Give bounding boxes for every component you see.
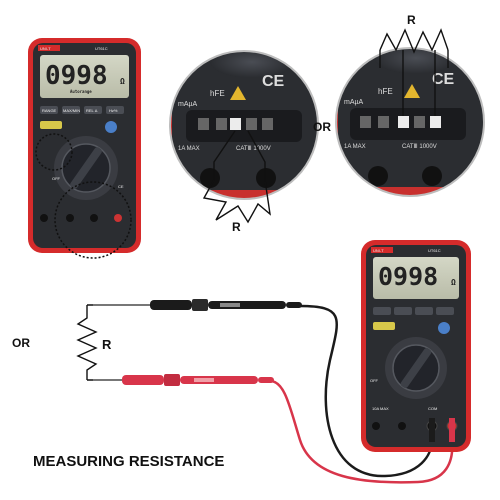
- range-label: RANGE: [42, 108, 57, 113]
- jack-com-label: COM: [428, 406, 437, 411]
- socket-hole: [216, 118, 227, 130]
- lcd-mode: Autorange: [70, 89, 92, 94]
- brand-label-bottom: UNI-T: [373, 248, 384, 253]
- rel-button[interactable]: [415, 307, 433, 315]
- lcd-unit: Ω: [120, 77, 125, 86]
- jack-vohm[interactable]: [114, 214, 122, 222]
- hold-button[interactable]: [40, 121, 62, 129]
- model-label-bottom: UT61C: [428, 248, 441, 253]
- range-button[interactable]: [40, 106, 58, 114]
- resistor-label-left: R: [102, 337, 112, 352]
- dial-highlight-circle: [35, 133, 73, 171]
- jack-highlight-circle: [54, 181, 132, 259]
- jack-10a[interactable]: [40, 214, 48, 222]
- maxmin-button[interactable]: [394, 307, 412, 315]
- or-label-left: OR: [12, 336, 30, 350]
- maxmin-button[interactable]: [62, 106, 80, 114]
- socket-hole: [414, 116, 425, 128]
- black-plug: [429, 418, 435, 442]
- hfe-label-right: hFE: [378, 87, 393, 96]
- or-label-top: OR: [313, 120, 331, 134]
- brand-label: UNI-T: [40, 46, 51, 51]
- dial-off-label-bottom: OFF: [370, 378, 379, 383]
- socket-hole: [360, 116, 371, 128]
- function-buttons-bottom: [373, 307, 454, 334]
- hz-button[interactable]: [436, 307, 454, 315]
- brand-badge: [371, 247, 393, 253]
- red-probe[interactable]: [93, 374, 274, 386]
- resistor-top-right: R: [379, 13, 449, 116]
- dial-knob[interactable]: [69, 146, 103, 190]
- resistor-left: R: [76, 304, 112, 381]
- ma-label-right: mAµA: [344, 99, 364, 106]
- jack-com[interactable]: [90, 214, 98, 222]
- socket-hole: [378, 116, 389, 128]
- dial-off-label: OFF: [52, 176, 61, 181]
- zoom-circle-right: CE hFE mAµA 1A MAX CATⅢ 1000V: [335, 47, 485, 197]
- ce-mark-zoom-right: CE: [432, 71, 455, 88]
- lcd-reading: 0998: [45, 61, 108, 91]
- lcd-unit-bottom: Ω: [451, 278, 456, 287]
- rel-button[interactable]: [84, 106, 102, 114]
- multimeter-bottom-right: UNI-T UT61C 0998 Ω OFF 10A MAX COM: [361, 240, 471, 452]
- lcd-screen-bottom: [373, 257, 459, 299]
- jack-10a-label: 10A MAX: [372, 406, 389, 411]
- select-button[interactable]: [105, 121, 117, 133]
- ma-label: mAµA: [178, 101, 198, 108]
- input-jacks: [40, 214, 122, 222]
- socket-hole-selected: [430, 116, 441, 128]
- rel-label: REL Δ: [86, 108, 98, 113]
- zoom-circle-left: CE hFE mAµA 1A MAX CATⅢ 1000V: [169, 50, 319, 200]
- cat-label-right: CATⅢ 1000V: [402, 144, 437, 150]
- model-label: UT61C: [95, 46, 108, 51]
- range-button[interactable]: [373, 307, 391, 315]
- jack-ma[interactable]: [398, 422, 406, 430]
- hold-button[interactable]: [373, 322, 395, 330]
- socket-hole-selected: [398, 116, 409, 128]
- maxmin-label: MAX/MIN: [63, 108, 80, 113]
- red-plug: [449, 418, 455, 442]
- lcd-screen: [40, 55, 129, 98]
- socket-hole-selected: [230, 118, 241, 130]
- max-label: 1A MAX: [178, 146, 200, 152]
- black-lead-wire: [299, 304, 434, 478]
- jack-10a[interactable]: [372, 422, 380, 430]
- socket-hole: [246, 118, 257, 130]
- hz-label: Hz%: [109, 108, 118, 113]
- socket-hole: [262, 118, 273, 130]
- warning-icon: [230, 86, 246, 100]
- test-leads: [93, 299, 454, 484]
- ce-mark-zoom: CE: [262, 73, 285, 90]
- page-title: MEASURING RESISTANCE: [33, 453, 224, 470]
- ce-mark: CE: [118, 184, 124, 189]
- dial-knob-bottom[interactable]: [400, 347, 433, 389]
- max-label-right: 1A MAX: [344, 144, 366, 150]
- hz-button[interactable]: [106, 106, 124, 114]
- function-buttons: RANGE MAX/MIN REL Δ Hz%: [40, 106, 124, 133]
- jack-ma[interactable]: [66, 214, 74, 222]
- resistor-label-mid: R: [232, 220, 241, 234]
- hfe-label: hFE: [210, 89, 225, 98]
- brand-badge: [38, 45, 60, 51]
- resistor-left-zoom: R: [202, 130, 271, 234]
- socket-hole: [198, 118, 209, 130]
- select-button[interactable]: [438, 322, 450, 334]
- resistor-label-top: R: [407, 13, 416, 27]
- lcd-reading-bottom: 0998: [378, 262, 438, 291]
- warning-icon: [404, 84, 420, 98]
- cat-label: CATⅢ 1000V: [236, 146, 271, 152]
- red-lead-wire: [269, 379, 454, 484]
- multimeter-top-left: UNI-T UT61C 0998 Ω Autorange RANGE MAX/M…: [28, 38, 141, 259]
- black-probe[interactable]: [93, 299, 302, 311]
